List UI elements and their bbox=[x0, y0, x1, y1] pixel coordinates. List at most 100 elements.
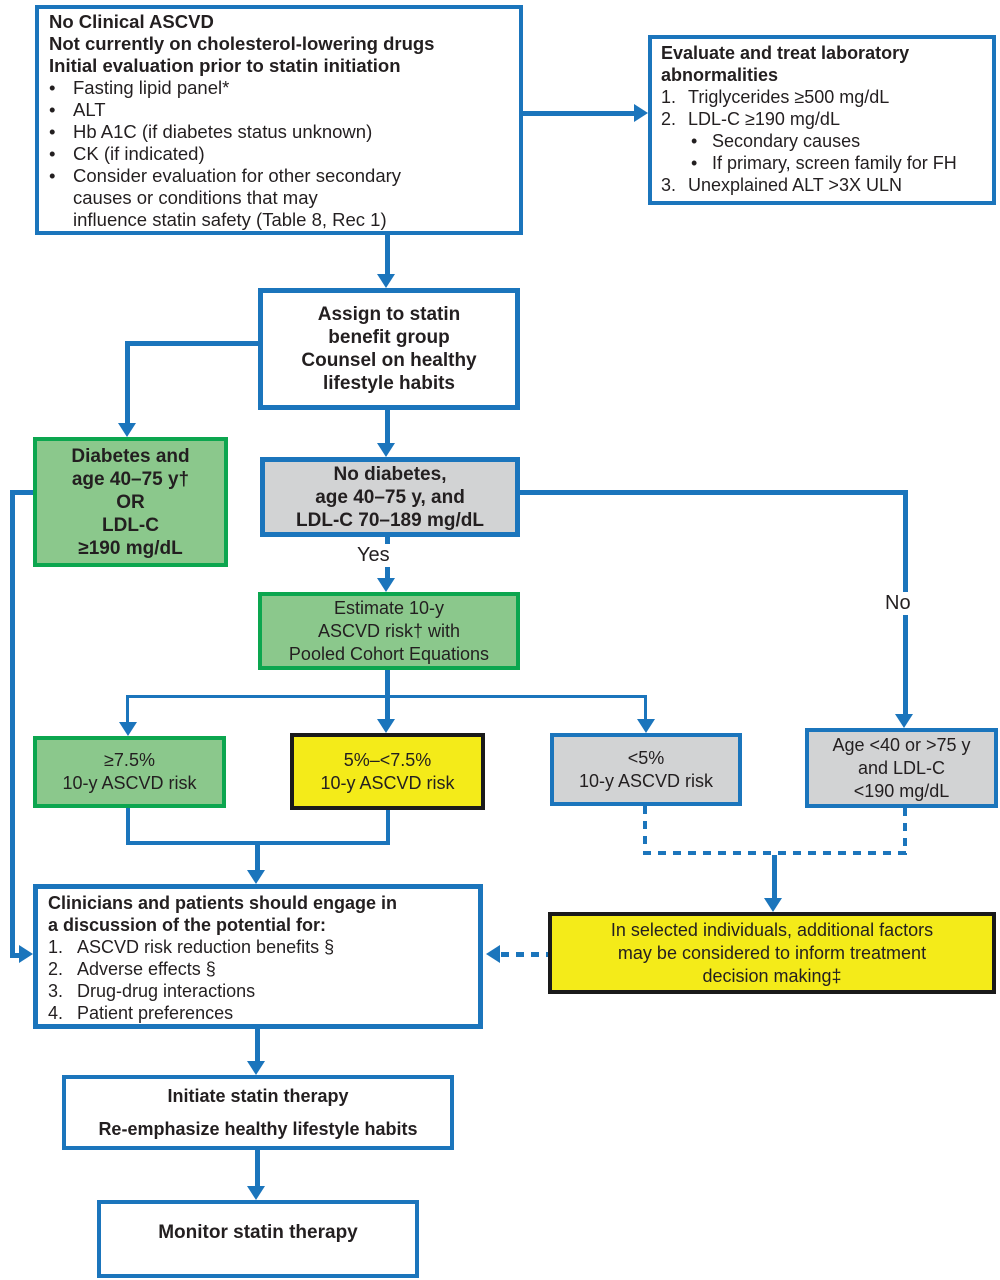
text-line: 10-y ASCVD risk bbox=[62, 773, 197, 793]
list-text: Patient preferences bbox=[77, 1003, 234, 1023]
list-marker: 1. bbox=[48, 937, 64, 957]
list-item: 2. Adverse effects § bbox=[48, 958, 472, 980]
connector-high-down bbox=[126, 808, 130, 845]
text-line: benefit group bbox=[328, 327, 450, 348]
connector-estimate-stem bbox=[385, 670, 390, 699]
bullet-text: CK (if indicated) bbox=[73, 143, 205, 164]
node-initial-evaluation: No Clinical ASCVD Not currently on chole… bbox=[35, 5, 523, 235]
node-estimate-risk: Estimate 10-y ASCVD risk† with Pooled Co… bbox=[258, 592, 520, 670]
node-initiate-statin: Initiate statin therapy Re-emphasize hea… bbox=[62, 1075, 454, 1150]
arrowhead-into-risk-mid bbox=[377, 719, 395, 733]
list-text: ASCVD risk reduction benefits § bbox=[77, 937, 335, 957]
text-line: ASCVD risk† with bbox=[317, 620, 461, 641]
node-assign-benefit-group: Assign to statin benefit group Counsel o… bbox=[258, 288, 520, 410]
arrowhead-into-selected bbox=[764, 898, 782, 912]
connector-discussion-to-initiate bbox=[255, 1029, 260, 1061]
arrowhead-into-monitor bbox=[247, 1186, 265, 1200]
list-marker: 3. bbox=[661, 175, 677, 195]
connector-assign-to-nodiabetes bbox=[385, 410, 390, 443]
list-text: Adverse effects § bbox=[77, 959, 216, 979]
arrowhead-into-initiate bbox=[247, 1061, 265, 1075]
text-line: 10-y ASCVD risk bbox=[578, 770, 714, 791]
text-line: decision making‡ bbox=[702, 965, 842, 986]
list-text: Triglycerides ≥500 mg/dL bbox=[688, 87, 890, 107]
connector-diabetes-rail bbox=[10, 490, 15, 958]
title-line: Clinicians and patients should engage in bbox=[48, 893, 398, 913]
connector-low-down-dashed bbox=[643, 806, 647, 855]
connector-assign-to-diabetes-h bbox=[125, 341, 258, 346]
title-line: Evaluate and treat laboratory bbox=[661, 43, 910, 63]
node-risk-low: <5% 10-y ASCVD risk bbox=[550, 733, 742, 806]
bullet-text: ALT bbox=[73, 99, 106, 120]
node-risk-high: ≥7.5% 10-y ASCVD risk bbox=[33, 736, 226, 808]
title-line: No Clinical ASCVD bbox=[49, 11, 214, 32]
connector-join-h bbox=[126, 841, 390, 845]
arrowhead-into-discussion-right bbox=[486, 945, 500, 963]
text-line: Pooled Cohort Equations bbox=[288, 643, 490, 664]
list-marker: 3. bbox=[48, 981, 64, 1001]
arrowhead-into-risk-high bbox=[119, 722, 137, 736]
label-yes: Yes bbox=[352, 544, 395, 567]
connector-diabetes-rail-bottom bbox=[10, 953, 20, 958]
text-line: No diabetes, bbox=[333, 463, 447, 485]
connector-initial-to-lab bbox=[523, 111, 635, 116]
list-marker: 2. bbox=[661, 109, 677, 129]
list-item: 3. Drug-drug interactions bbox=[48, 980, 472, 1002]
bullet-item: • Hb A1C (if diabetes status unknown) bbox=[49, 121, 511, 143]
connector-branch-left bbox=[126, 695, 129, 722]
bullet-glyph: • bbox=[49, 77, 56, 98]
list-item: 4. Patient preferences bbox=[48, 1002, 472, 1024]
list-marker: 4. bbox=[48, 1003, 64, 1023]
node-selected-individuals: In selected individuals, additional fact… bbox=[548, 912, 996, 994]
text-line: Estimate 10-y bbox=[333, 597, 445, 618]
list-item: 2. LDL-C ≥190 mg/dL bbox=[661, 108, 986, 130]
text-line: lifestyle habits bbox=[323, 373, 455, 394]
connector-no-h bbox=[520, 490, 908, 495]
connector-selected-to-discussion-dashed bbox=[501, 952, 548, 957]
connector-branch-mid bbox=[385, 698, 390, 719]
arrowhead-into-discussion-top bbox=[247, 870, 265, 884]
list-item: 3. Unexplained ALT >3X ULN bbox=[661, 174, 986, 196]
arrowhead-into-risk-low bbox=[637, 719, 655, 733]
node-monitor-statin: Monitor statin therapy bbox=[97, 1200, 419, 1278]
connector-risk-branch bbox=[126, 695, 647, 698]
node-diabetes-or-ldl190: Diabetes and age 40–75 y† OR LDL-C ≥190 … bbox=[33, 437, 228, 567]
connector-initiate-to-monitor bbox=[255, 1150, 260, 1186]
bullet-item: • Consider evaluation for other secondar… bbox=[49, 165, 511, 231]
connector-initial-to-assign bbox=[385, 235, 390, 275]
bullet-item: • ALT bbox=[49, 99, 511, 121]
text-line: <190 mg/dL bbox=[853, 780, 950, 801]
list-marker: 1. bbox=[661, 87, 677, 107]
node-lab-abnormalities: Evaluate and treat laboratory abnormalit… bbox=[648, 35, 996, 205]
bullet-text-line: Consider evaluation for other secondary bbox=[73, 165, 402, 186]
node-risk-mid: 5%–<7.5% 10-y ASCVD risk bbox=[290, 733, 485, 810]
list-text: LDL-C ≥190 mg/dL bbox=[688, 109, 840, 129]
bullet-text: Hb A1C (if diabetes status unknown) bbox=[73, 121, 373, 142]
text-line: Diabetes and bbox=[71, 445, 190, 467]
text-line: OR bbox=[116, 491, 145, 513]
bullet-glyph: • bbox=[49, 121, 56, 142]
arrowhead-into-discussion-left bbox=[19, 945, 33, 963]
connector-branch-right bbox=[644, 695, 647, 719]
list-text: Drug-drug interactions bbox=[77, 981, 256, 1001]
connector-diabetes-rail-top bbox=[10, 490, 33, 495]
arrowhead-into-diabetes bbox=[118, 423, 136, 437]
text-line: Re-emphasize healthy lifestyle habits bbox=[98, 1119, 418, 1139]
node-no-diabetes: No diabetes, age 40–75 y, and LDL-C 70–1… bbox=[260, 457, 520, 537]
list-text: Secondary causes bbox=[712, 131, 861, 151]
text-line: age 40–75 y† bbox=[71, 468, 190, 490]
connector-mid-down bbox=[386, 810, 390, 845]
connector-age-down-dashed bbox=[903, 808, 907, 855]
bullet-text-line: influence statin safety (Table 8, Rec 1) bbox=[73, 209, 387, 230]
list-text: Unexplained ALT >3X ULN bbox=[688, 175, 902, 195]
text-line: ≥7.5% bbox=[104, 750, 155, 770]
list-marker: 2. bbox=[48, 959, 64, 979]
bullet-glyph: • bbox=[49, 165, 56, 186]
bullet-glyph: • bbox=[691, 153, 698, 173]
text-line: 5%–<7.5% bbox=[343, 749, 432, 770]
bullet-glyph: • bbox=[49, 143, 56, 164]
text-line: Age <40 or >75 y bbox=[832, 734, 971, 755]
bullet-glyph: • bbox=[49, 99, 56, 120]
text-line: LDL-C 70–189 mg/dL bbox=[296, 509, 484, 531]
